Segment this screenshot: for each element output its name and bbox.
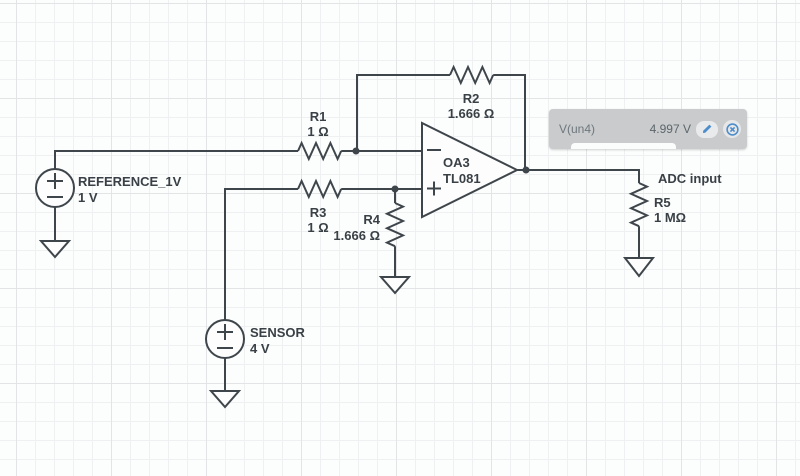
resistor-zigzag [297,140,343,162]
probe-tooltip[interactable]: V(un4) 4.997 V [549,109,747,149]
voltage-source-reference[interactable]: REFERENCE_1V 1 V [35,168,182,208]
resistor-r4[interactable]: R4 1.666 Ω [333,202,406,248]
probe-node-label: V(un4) [559,122,596,136]
opamp-oa3[interactable]: OA3 TL081 [421,121,520,219]
voltage-source-sensor[interactable]: SENSOR 4 V [205,319,306,359]
junction-dot [391,185,399,193]
resistor-zigzag [449,64,495,86]
component-value-label: 4 V [250,341,270,356]
resistor-zigzag [628,182,650,228]
component-value-label: 1 Ω [307,220,328,235]
ground-r4[interactable] [378,276,412,295]
ground-icon [622,257,656,278]
pencil-icon [703,124,712,133]
resistor-r2[interactable]: R2 1.666 Ω [448,64,495,121]
resistor-r1[interactable]: R1 1 Ω [297,109,343,162]
component-name-label: R1 [310,109,327,124]
wire-sensor-to-r3[interactable] [224,188,298,320]
close-circle-icon [725,122,739,136]
node-label-adc-input[interactable]: ADC input [658,171,722,186]
probe-tooltip-tab [571,143,676,149]
opamp-triangle [421,121,520,219]
component-value-label: 1.666 Ω [333,228,380,243]
component-name-label: R5 [654,195,671,210]
resistor-r3[interactable]: R3 1 Ω [297,178,343,235]
ground-icon [208,390,242,409]
wire-feedback-left[interactable] [356,74,450,151]
wire-feedback-right[interactable] [493,74,526,170]
junction-dot [522,166,530,174]
ground-icon [38,240,72,259]
plus-symbol [217,324,233,340]
component-name-label: R4 [363,212,380,227]
resistor-zigzag [384,202,406,248]
wire-opamp-output[interactable] [517,169,640,183]
ground-sensor[interactable] [208,390,242,409]
probe-close-button[interactable] [723,120,741,138]
probe-value: 4.997 V [649,122,691,136]
component-value-label: 1 Ω [307,124,328,139]
component-name-label: R2 [463,91,480,106]
component-name-label: R3 [310,205,327,220]
component-value-label: 1.666 Ω [448,106,495,121]
probe-edit-button[interactable] [696,120,718,138]
component-name-label: REFERENCE_1V [78,174,182,189]
ground-r5[interactable] [622,257,656,278]
component-value-label: 1 V [78,190,98,205]
component-value-label: 1 MΩ [654,210,686,225]
component-model-label: TL081 [443,171,481,186]
noninverting-input-plus-symbol [427,181,441,196]
ground-reference[interactable] [38,240,72,259]
junction-dot [352,147,360,155]
resistor-r5[interactable]: R5 1 MΩ [628,182,686,228]
ground-icon [378,276,412,295]
resistor-zigzag [297,178,343,200]
component-name-label: SENSOR [250,325,306,340]
wire-reference-to-r1[interactable] [54,150,298,169]
component-name-label: OA3 [443,155,470,170]
plus-symbol [47,173,63,189]
